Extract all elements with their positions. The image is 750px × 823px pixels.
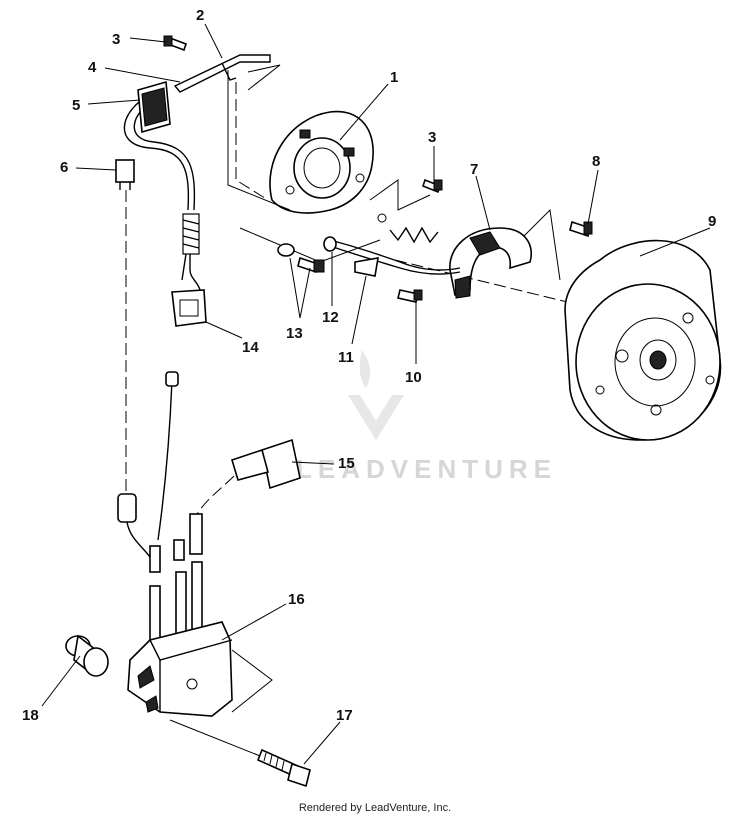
stator-fasteners (277, 178, 593, 303)
callout-1: 1 (390, 69, 398, 86)
ignition-coil (127, 561, 273, 761)
callout-13: 13 (286, 325, 303, 342)
callout-18: 18 (22, 707, 39, 724)
harness-spring (182, 213, 200, 255)
callout-12: 12 (322, 309, 339, 326)
callout-15: 15 (338, 455, 355, 472)
watermark-logo (348, 350, 404, 440)
callout-8: 8 (592, 153, 600, 170)
callout-7: 7 (470, 161, 478, 178)
screw-top-left (163, 35, 188, 52)
callout-6: 6 (60, 159, 68, 176)
stator-wire-bundle (329, 226, 461, 277)
callout-14: 14 (242, 339, 259, 356)
callout-3-top: 3 (112, 31, 120, 48)
wiring-harness (115, 54, 271, 573)
spark-plug-cap (173, 438, 301, 561)
callout-17: 17 (336, 707, 353, 724)
footer-credit: Rendered by LeadVenture, Inc. (298, 802, 452, 814)
callout-5: 5 (72, 97, 80, 114)
watermark-text: LEADVENTURE (296, 454, 557, 484)
pulser-coil (449, 227, 532, 299)
callout-labels: 1 2 3 3 4 5 6 7 8 9 10 11 12 13 14 15 16… (22, 7, 716, 724)
callout-11: 11 (338, 349, 354, 366)
leader-lines (41, 23, 711, 765)
callout-9: 9 (708, 213, 716, 230)
callout-2: 2 (196, 7, 204, 24)
callout-16: 16 (288, 591, 305, 608)
callout-10: 10 (405, 369, 422, 386)
callout-4: 4 (88, 59, 97, 76)
callout-3-right: 3 (428, 129, 436, 146)
coil-bolt (256, 748, 311, 788)
flywheel (564, 239, 722, 441)
coil-grommet (65, 634, 109, 677)
stator-plate (269, 110, 374, 214)
